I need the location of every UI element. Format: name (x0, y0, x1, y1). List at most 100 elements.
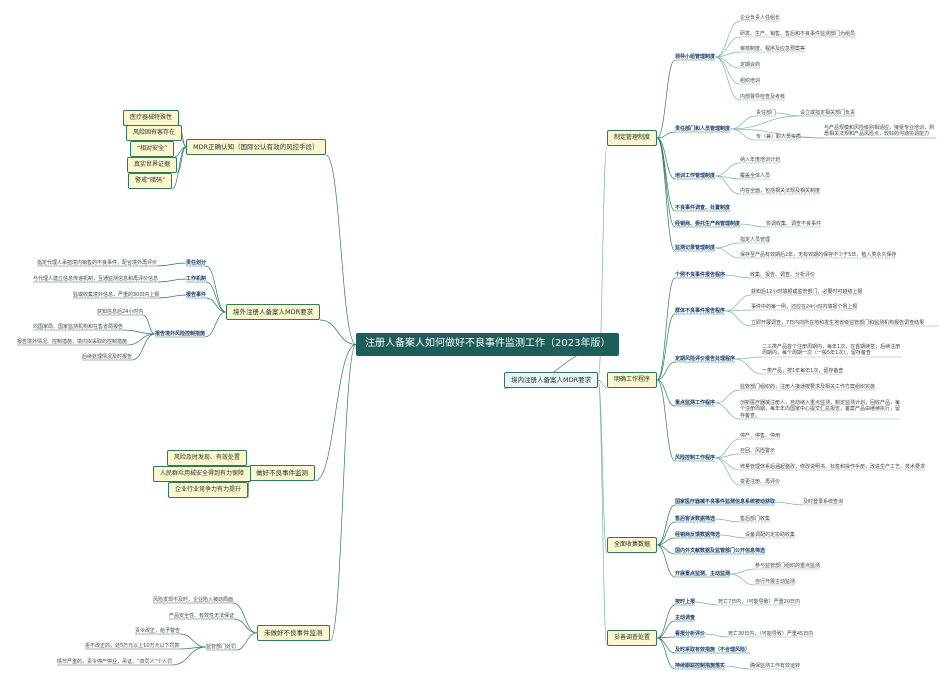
connector-line (179, 633, 207, 648)
group-detail: 责任部门 (756, 110, 777, 116)
overseas-group: 报告事件 (186, 292, 207, 298)
connector-line (171, 646, 207, 666)
section-group: 风险控制工作程序 (675, 455, 716, 461)
group-detail: 一类产品，按1年每年1次，留存备查 (762, 368, 844, 374)
awareness-item: 医疗器械特殊性 (123, 110, 180, 126)
connector-line (729, 115, 801, 130)
section-group: 按时上报 (675, 599, 696, 605)
connector-line (719, 534, 746, 539)
connector-line (656, 137, 676, 212)
section-group: 重点监测工作程序 (675, 400, 716, 406)
connector-line (171, 146, 187, 190)
connector-line (729, 568, 756, 575)
connector-line (775, 112, 801, 117)
section-node: 明确工作程序 (607, 372, 658, 388)
section-group: 培训工作管理制度 (675, 173, 716, 179)
section-group: 国内外文献数据及监管部门公开信息筛选 (675, 548, 766, 554)
group-detail: 获知后12小时填报或监管部门，必要时可越级上报 (751, 289, 863, 295)
connector-line (714, 36, 741, 58)
group-note: 及时登录系统查询 (803, 499, 844, 505)
overseas-detail: 监或收集境外信息，严重的30日内上报 (73, 292, 160, 298)
connector-line (325, 154, 357, 345)
group-detail: 审核制度、程序及应急预案等 (740, 46, 806, 52)
group-detail: 参与监管部门组织的重点监测 (755, 563, 821, 569)
connector-line (656, 277, 676, 381)
group-note: 设立或指定相关部门负责 (800, 110, 856, 116)
section-group: 监测记录管理制度 (675, 245, 716, 251)
connector-line (176, 146, 187, 174)
connector-line (714, 56, 741, 85)
connector-line (233, 618, 258, 634)
overseas-group: 责任划分 (186, 260, 207, 266)
connector-line (729, 128, 757, 141)
section-group: 国家医疗器械不良事件监测信息系统被动获取 (675, 499, 776, 505)
connector-line (734, 356, 763, 360)
connector-line (714, 162, 741, 177)
connector-line (656, 637, 676, 654)
connector-line (205, 281, 227, 313)
connector-line (126, 333, 156, 346)
group-detail: 二三类产品首个注册周期内，每年1次，在首期续签；后续注册周期内，每个周期一次（一… (762, 344, 901, 357)
section-group: 持续跟踪控制措施落实 (675, 663, 726, 669)
connector-line (704, 633, 729, 638)
connector-line (656, 137, 676, 228)
connector-line (656, 379, 676, 407)
section-group: 领导小组管理制度 (675, 54, 716, 60)
group-detail: 修量管理体系后涵起整改，修改说明书、标签和操作手册，改进生产工艺、技术要求 (740, 464, 926, 470)
connector-line (734, 358, 763, 375)
connector-line (597, 145, 608, 381)
section-group: 开展重点监测、主动监测 (675, 571, 731, 577)
connector-line (694, 601, 719, 606)
connector-line (800, 136, 825, 139)
connector-line (157, 278, 187, 283)
connector-line (656, 379, 676, 462)
group-detail: 指定人员管理 (740, 237, 771, 243)
connector-line (656, 521, 676, 546)
connector-line (597, 379, 608, 647)
connector-line (142, 314, 156, 335)
overseas-detail: 获知信息后24小时内 (97, 309, 144, 315)
penalty-item: 责令改正，给予警告 (135, 628, 181, 634)
connector-line (729, 573, 756, 586)
group-note: 设备调配的定协助收集 (745, 532, 796, 538)
group-detail: 停产、停售、停用 (740, 433, 781, 439)
group-detail: 自行开展主动监测 (755, 579, 796, 585)
connector-line (739, 223, 767, 228)
group-detail: 纳入年度培训计划 (740, 157, 781, 163)
connector-line (729, 115, 757, 130)
group-note: 死亡30日内，（可能导致）严重45日内 (728, 631, 814, 637)
connector-line (232, 602, 258, 634)
overseas-detail: 报告境外情况、控制措施，境内拟采取的控制措施 (17, 339, 128, 345)
section-group: 定期风险评价报告处理程序 (675, 356, 736, 362)
connector-line (714, 438, 741, 459)
connector-line (724, 294, 752, 312)
connector-line (714, 402, 741, 420)
connector-line (597, 379, 608, 554)
connector-line (656, 504, 676, 546)
awareness-item: 风险固有客存在 (126, 125, 183, 141)
group-note: 死亡7日内，（可能导致）严重20日内 (718, 599, 801, 605)
group-detail: 研发、生产、销售、售后和不良事件监测部门为组员 (740, 31, 856, 37)
connector-line (714, 20, 741, 58)
do-well-item: 企业行业竞争力有力提升 (168, 482, 249, 498)
group-detail: 事件中的每一例，还应在24小时内填报个例上报 (751, 304, 858, 310)
connector-line (205, 265, 227, 313)
connector-line (656, 137, 676, 252)
group-detail: 覆盖全体人员 (740, 173, 771, 179)
connector-line (235, 632, 258, 651)
section-group: 售后客诉数据筛选 (675, 516, 716, 522)
section-group: 及时采取有效措施（不合理风险） (675, 647, 751, 653)
connector-line (656, 313, 676, 381)
not-done-node: 未做好不良事件监测 (257, 625, 330, 642)
overseas-detail: 后续处理情况及时报告 (82, 354, 133, 360)
group-detail: 组织培训 (740, 78, 761, 84)
connector-line (597, 379, 608, 389)
group-note: 收集、报告、调查、分析评价 (750, 272, 816, 278)
section-node: 制定管理制度 (607, 130, 658, 146)
connector-line (656, 59, 676, 139)
group-detail: 变更注册、再评价 (740, 479, 781, 485)
section-node: 妥善调查处置 (607, 630, 658, 646)
connector-line (656, 537, 676, 546)
connector-line (204, 311, 227, 338)
section-group: 个例不良事件报告程序 (675, 272, 726, 278)
